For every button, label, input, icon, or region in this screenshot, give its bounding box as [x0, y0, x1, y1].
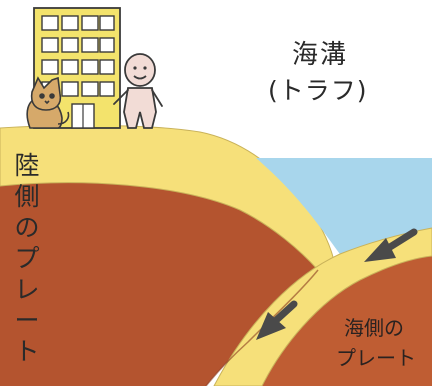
- cat-icon: [26, 76, 70, 129]
- sea: [256, 158, 432, 254]
- continental-crust: [0, 124, 335, 271]
- continental-plate-label: 陸側のプレート: [14, 151, 40, 366]
- oceanic-plate-mantle: [262, 256, 432, 386]
- oceanic-plate-label-line1: 海側の: [344, 316, 404, 340]
- trench-subtitle: (トラフ): [268, 76, 368, 105]
- subduction-arrow-icon: [256, 300, 298, 340]
- oceanic-plate-label-line2: プレート: [336, 346, 416, 370]
- continental-plate-mantle: [0, 182, 318, 386]
- oceanic-crust-slab: [213, 227, 432, 386]
- plate-boundary: [205, 269, 319, 386]
- subduction-arrow-icon: [364, 228, 418, 262]
- person-icon: [113, 53, 163, 129]
- trench-title: 海溝: [292, 40, 349, 70]
